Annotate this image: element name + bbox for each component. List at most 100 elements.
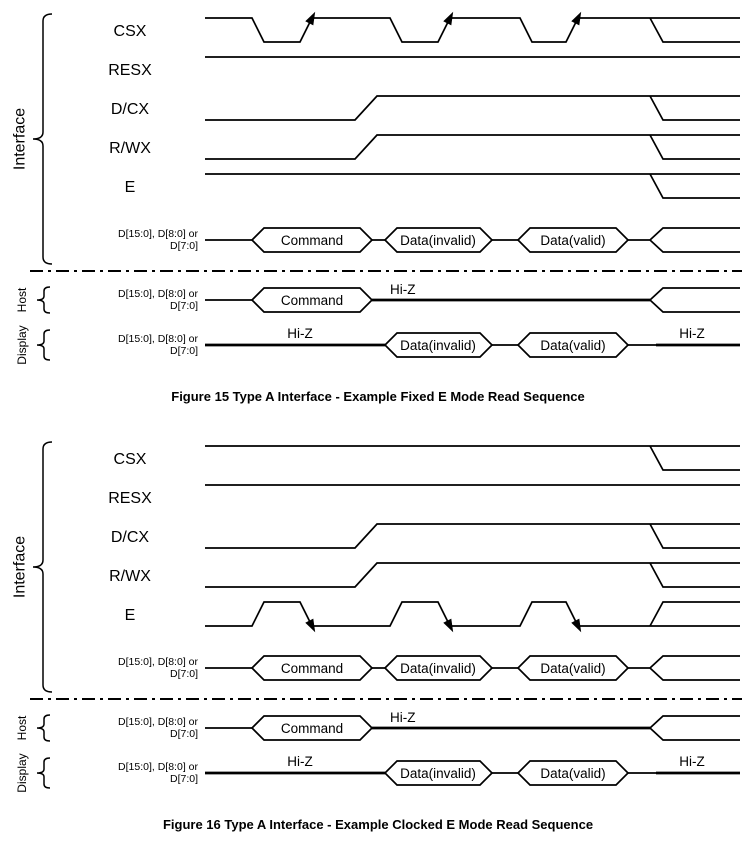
data-invalid-label: Data(invalid) bbox=[400, 338, 476, 353]
data-valid-label: Data(valid) bbox=[540, 661, 605, 676]
e-label: E bbox=[125, 179, 136, 196]
rising-edge-arrow bbox=[443, 11, 454, 26]
bus-label-line1: D[15:0], D[8:0] or bbox=[118, 761, 198, 773]
signal-row-resx: RESX bbox=[108, 484, 740, 507]
host-group-label: Host bbox=[15, 715, 29, 740]
host-bus-lines bbox=[205, 287, 740, 313]
rwx-end-transition bbox=[649, 562, 740, 588]
e-waveform bbox=[205, 601, 740, 627]
signal-row-rwx: R/WX bbox=[109, 562, 740, 588]
rwx-end-transition bbox=[649, 134, 740, 160]
signal-row-csx: CSX bbox=[114, 445, 740, 471]
display-bus-row: D[15:0], D[8:0] or D[7:0] Data(invalid) … bbox=[118, 326, 740, 358]
bus-label-line1: D[15:0], D[8:0] or bbox=[118, 333, 198, 345]
rising-edge-arrow bbox=[571, 11, 582, 26]
csx-end-transition bbox=[649, 445, 740, 471]
hiz-label: Hi-Z bbox=[679, 326, 705, 341]
figure-16-caption: Figure 16 Type A Interface - Example Clo… bbox=[163, 817, 593, 832]
hiz-label: Hi-Z bbox=[390, 282, 416, 297]
csx-label: CSX bbox=[114, 23, 147, 40]
csx-label: CSX bbox=[114, 451, 147, 468]
command-hexagon bbox=[250, 227, 374, 253]
bus-label-line2: D[7:0] bbox=[170, 728, 198, 740]
data-invalid-hexagon bbox=[383, 332, 494, 358]
command-label: Command bbox=[281, 293, 343, 308]
bus-label-line2: D[7:0] bbox=[170, 773, 198, 785]
csx-waveform bbox=[205, 17, 740, 43]
rwx-waveform bbox=[205, 562, 740, 588]
falling-edge-arrow bbox=[571, 618, 582, 633]
command-label: Command bbox=[281, 661, 343, 676]
host-bus-row: D[15:0], D[8:0] or D[7:0] Command Hi-Z bbox=[118, 710, 740, 741]
resx-label: RESX bbox=[108, 490, 152, 507]
display-bus-row: D[15:0], D[8:0] or D[7:0] Data(invalid) … bbox=[118, 754, 740, 786]
figure-15-caption: Figure 15 Type A Interface - Example Fix… bbox=[171, 389, 584, 404]
host-bracket bbox=[36, 286, 51, 314]
command-label: Command bbox=[281, 233, 343, 248]
signal-row-e: E bbox=[125, 173, 740, 199]
csx-end-transition bbox=[649, 17, 740, 43]
data-invalid-hexagon bbox=[383, 760, 494, 786]
data-valid-hexagon bbox=[516, 760, 630, 786]
display-group: Display bbox=[15, 325, 51, 365]
bus-label-line2: D[7:0] bbox=[170, 668, 198, 680]
bus-label-line1: D[15:0], D[8:0] or bbox=[118, 716, 198, 728]
signal-row-e: E bbox=[125, 601, 740, 633]
data-valid-label: Data(valid) bbox=[540, 766, 605, 781]
e-end-transition bbox=[649, 601, 740, 627]
host-group: Host bbox=[15, 286, 51, 314]
data-valid-label: Data(valid) bbox=[540, 233, 605, 248]
host-group: Host bbox=[15, 714, 51, 742]
rwx-label: R/WX bbox=[109, 140, 151, 157]
hiz-label: Hi-Z bbox=[287, 754, 313, 769]
dcx-waveform bbox=[205, 95, 740, 121]
hiz-label: Hi-Z bbox=[679, 754, 705, 769]
interface-bracket bbox=[32, 13, 53, 265]
falling-edge-arrow bbox=[443, 618, 454, 633]
e-end-transition bbox=[649, 173, 740, 199]
data-invalid-hexagon bbox=[383, 227, 494, 253]
rwx-waveform bbox=[205, 134, 740, 160]
data-invalid-label: Data(invalid) bbox=[400, 661, 476, 676]
data-valid-label: Data(valid) bbox=[540, 338, 605, 353]
figure-15-diagram: Interface Host Display CSX RESX D/CX bbox=[12, 11, 742, 404]
bus-label-line1: D[15:0], D[8:0] or bbox=[118, 228, 198, 240]
bus-link-lines bbox=[205, 655, 740, 681]
interface-bus-row: D[15:0], D[8:0] or D[7:0] Command Data(i… bbox=[118, 227, 740, 253]
data-invalid-hexagon bbox=[383, 655, 494, 681]
host-group-label: Host bbox=[15, 287, 29, 312]
bus-label-line2: D[7:0] bbox=[170, 240, 198, 252]
dcx-end-transition bbox=[649, 95, 740, 121]
data-valid-hexagon bbox=[516, 655, 630, 681]
signal-row-rwx: R/WX bbox=[109, 134, 740, 160]
hiz-label: Hi-Z bbox=[287, 326, 313, 341]
display-group-label: Display bbox=[15, 325, 29, 364]
interface-group-label: Interface bbox=[12, 536, 29, 598]
bus-label-line1: D[15:0], D[8:0] or bbox=[118, 288, 198, 300]
dcx-label: D/CX bbox=[111, 101, 150, 118]
interface-group: Interface bbox=[12, 13, 53, 265]
signal-row-resx: RESX bbox=[108, 56, 740, 79]
signal-row-dcx: D/CX bbox=[111, 523, 740, 549]
interface-group: Interface bbox=[12, 441, 53, 693]
display-group: Display bbox=[15, 753, 51, 793]
display-bracket bbox=[36, 329, 51, 361]
data-invalid-label: Data(invalid) bbox=[400, 766, 476, 781]
rising-edge-arrow bbox=[305, 11, 316, 26]
e-label: E bbox=[125, 607, 136, 624]
bus-label-line2: D[7:0] bbox=[170, 300, 198, 312]
data-valid-hexagon bbox=[516, 332, 630, 358]
dcx-label: D/CX bbox=[111, 529, 150, 546]
host-bus-lines bbox=[205, 715, 740, 741]
interface-bus-row: D[15:0], D[8:0] or D[7:0] Command Data(i… bbox=[118, 655, 740, 681]
rwx-label: R/WX bbox=[109, 568, 151, 585]
figure-16-diagram: Interface Host Display CSX RESX D/CX bbox=[12, 441, 742, 832]
falling-edge-arrow bbox=[305, 618, 316, 633]
dcx-end-transition bbox=[649, 523, 740, 549]
data-valid-hexagon bbox=[516, 227, 630, 253]
interface-group-label: Interface bbox=[12, 108, 29, 170]
command-hexagon bbox=[250, 655, 374, 681]
hiz-label: Hi-Z bbox=[390, 710, 416, 725]
resx-label: RESX bbox=[108, 62, 152, 79]
